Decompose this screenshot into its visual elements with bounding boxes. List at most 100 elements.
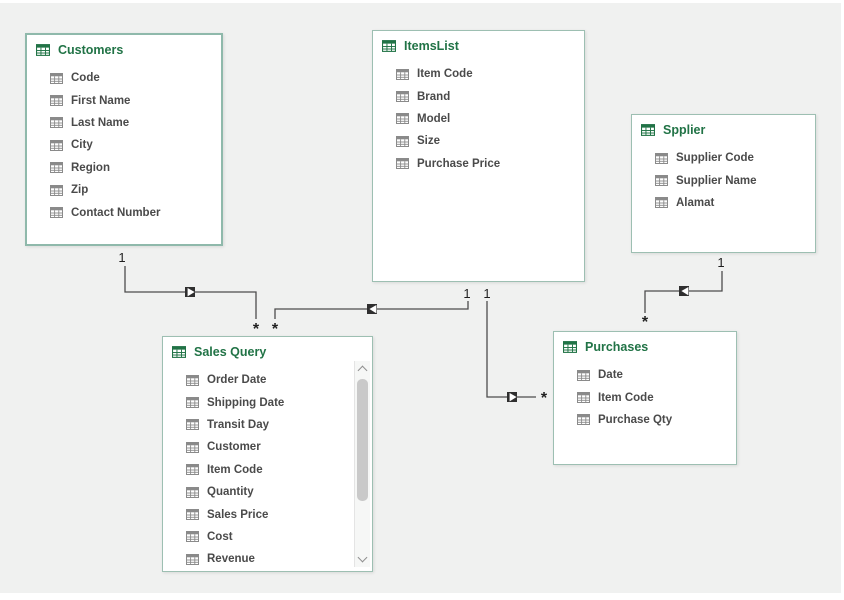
table-grid-icon xyxy=(50,207,63,219)
table-grid-icon xyxy=(186,397,199,409)
field-label: Shipping Date xyxy=(207,396,285,409)
field-item[interactable]: Item Code xyxy=(186,459,372,481)
relationship-itemslist-salesquery[interactable]: 1 * xyxy=(272,286,471,338)
table-grid-icon xyxy=(50,117,63,129)
relationship-customers-salesquery[interactable]: 1 * xyxy=(118,250,260,338)
field-item[interactable]: Supplier Code xyxy=(655,147,815,169)
field-item[interactable]: Model xyxy=(396,108,584,130)
table-icon xyxy=(563,341,577,353)
field-label: Size xyxy=(417,135,441,148)
table-grid-icon xyxy=(396,135,409,147)
field-label: Sales Price xyxy=(207,508,269,521)
field-label: Zip xyxy=(71,184,89,197)
field-item[interactable]: Revenue xyxy=(186,548,372,570)
table-grid-icon xyxy=(186,419,199,431)
field-label: Purchase Qty xyxy=(598,413,673,426)
field-item[interactable]: Zip xyxy=(50,179,221,201)
table-grid-icon xyxy=(396,158,409,170)
table-grid-icon xyxy=(186,464,199,476)
table-grid-icon xyxy=(50,95,63,107)
table-title: Purchases xyxy=(585,340,649,354)
field-label: Purchase Price xyxy=(417,157,501,170)
chevron-up-icon xyxy=(357,365,368,376)
cardinality-one: 1 xyxy=(717,255,724,270)
field-item[interactable]: Contact Number xyxy=(50,201,221,223)
cardinality-many: * xyxy=(541,390,548,407)
field-label: Cost xyxy=(207,530,233,543)
field-item[interactable]: Quantity xyxy=(186,481,372,503)
field-item[interactable]: Customer xyxy=(186,436,372,458)
field-label: Supplier Name xyxy=(676,174,757,187)
field-item[interactable]: Last Name xyxy=(50,112,221,134)
table-icon xyxy=(641,124,655,136)
field-label: Code xyxy=(71,72,100,85)
table-grid-icon xyxy=(655,197,668,209)
scrollbar-thumb[interactable] xyxy=(357,379,368,501)
table-grid-icon xyxy=(396,68,409,80)
window-edge-top xyxy=(0,0,844,3)
scroll-down-button[interactable] xyxy=(355,551,370,567)
field-label: Contact Number xyxy=(71,206,161,219)
table-header[interactable]: ItemsList xyxy=(373,31,584,53)
vertical-scrollbar[interactable] xyxy=(354,361,370,567)
table-grid-icon xyxy=(186,509,199,521)
field-item[interactable]: Date xyxy=(577,364,736,386)
field-item[interactable]: Code xyxy=(50,67,221,89)
field-item[interactable]: Purchase Price xyxy=(396,153,584,175)
field-label: Date xyxy=(598,369,623,382)
field-item[interactable]: Shipping Date xyxy=(186,391,372,413)
table-icon xyxy=(382,40,396,52)
scroll-up-button[interactable] xyxy=(355,361,370,377)
field-label: Supplier Code xyxy=(676,152,754,165)
field-label: Item Code xyxy=(207,463,263,476)
relationship-spplier-purchases[interactable]: 1 * xyxy=(642,255,725,331)
table-grid-icon xyxy=(50,184,63,196)
field-item[interactable]: First Name xyxy=(50,89,221,111)
field-label: City xyxy=(71,139,93,152)
table-header[interactable]: Purchases xyxy=(554,332,736,354)
field-item[interactable]: Order Date xyxy=(186,369,372,391)
table-grid-icon xyxy=(577,369,590,381)
field-item[interactable]: Size xyxy=(396,130,584,152)
field-item[interactable]: Supplier Name xyxy=(655,169,815,191)
table-grid-icon xyxy=(186,531,199,543)
table-header[interactable]: Spplier xyxy=(632,115,815,137)
field-item[interactable]: Alamat xyxy=(655,192,815,214)
field-label: Region xyxy=(71,161,110,174)
table-grid-icon xyxy=(186,553,199,565)
table-grid-icon xyxy=(50,162,63,174)
field-item[interactable]: Sales Price xyxy=(186,503,372,525)
field-label: First Name xyxy=(71,94,131,107)
field-item[interactable]: Item Code xyxy=(577,386,736,408)
field-item[interactable]: Region xyxy=(50,157,221,179)
table-grid-icon xyxy=(50,139,63,151)
table-icon xyxy=(172,346,186,358)
table-header[interactable]: Customers xyxy=(27,35,221,57)
table-grid-icon xyxy=(50,72,63,84)
field-label: Quantity xyxy=(207,486,254,499)
field-label: Item Code xyxy=(598,391,654,404)
table-grid-icon xyxy=(396,113,409,125)
cardinality-one: 1 xyxy=(483,286,490,301)
window-edge-right xyxy=(841,0,844,600)
field-item[interactable]: Cost xyxy=(186,526,372,548)
field-item[interactable]: Brand xyxy=(396,85,584,107)
window-edge-bottom xyxy=(0,593,844,600)
table-header[interactable]: Sales Query xyxy=(163,337,372,359)
field-item[interactable]: City xyxy=(50,134,221,156)
field-label: Customer xyxy=(207,441,261,454)
field-item[interactable]: Transit Day xyxy=(186,414,372,436)
cardinality-many: * xyxy=(253,321,260,338)
field-item[interactable]: Purchase Qty xyxy=(577,409,736,431)
field-item[interactable]: Item Code xyxy=(396,63,584,85)
table-grid-icon xyxy=(577,414,590,426)
relationship-itemslist-purchases[interactable]: 1 * xyxy=(483,286,548,407)
field-label: Revenue xyxy=(207,553,255,566)
